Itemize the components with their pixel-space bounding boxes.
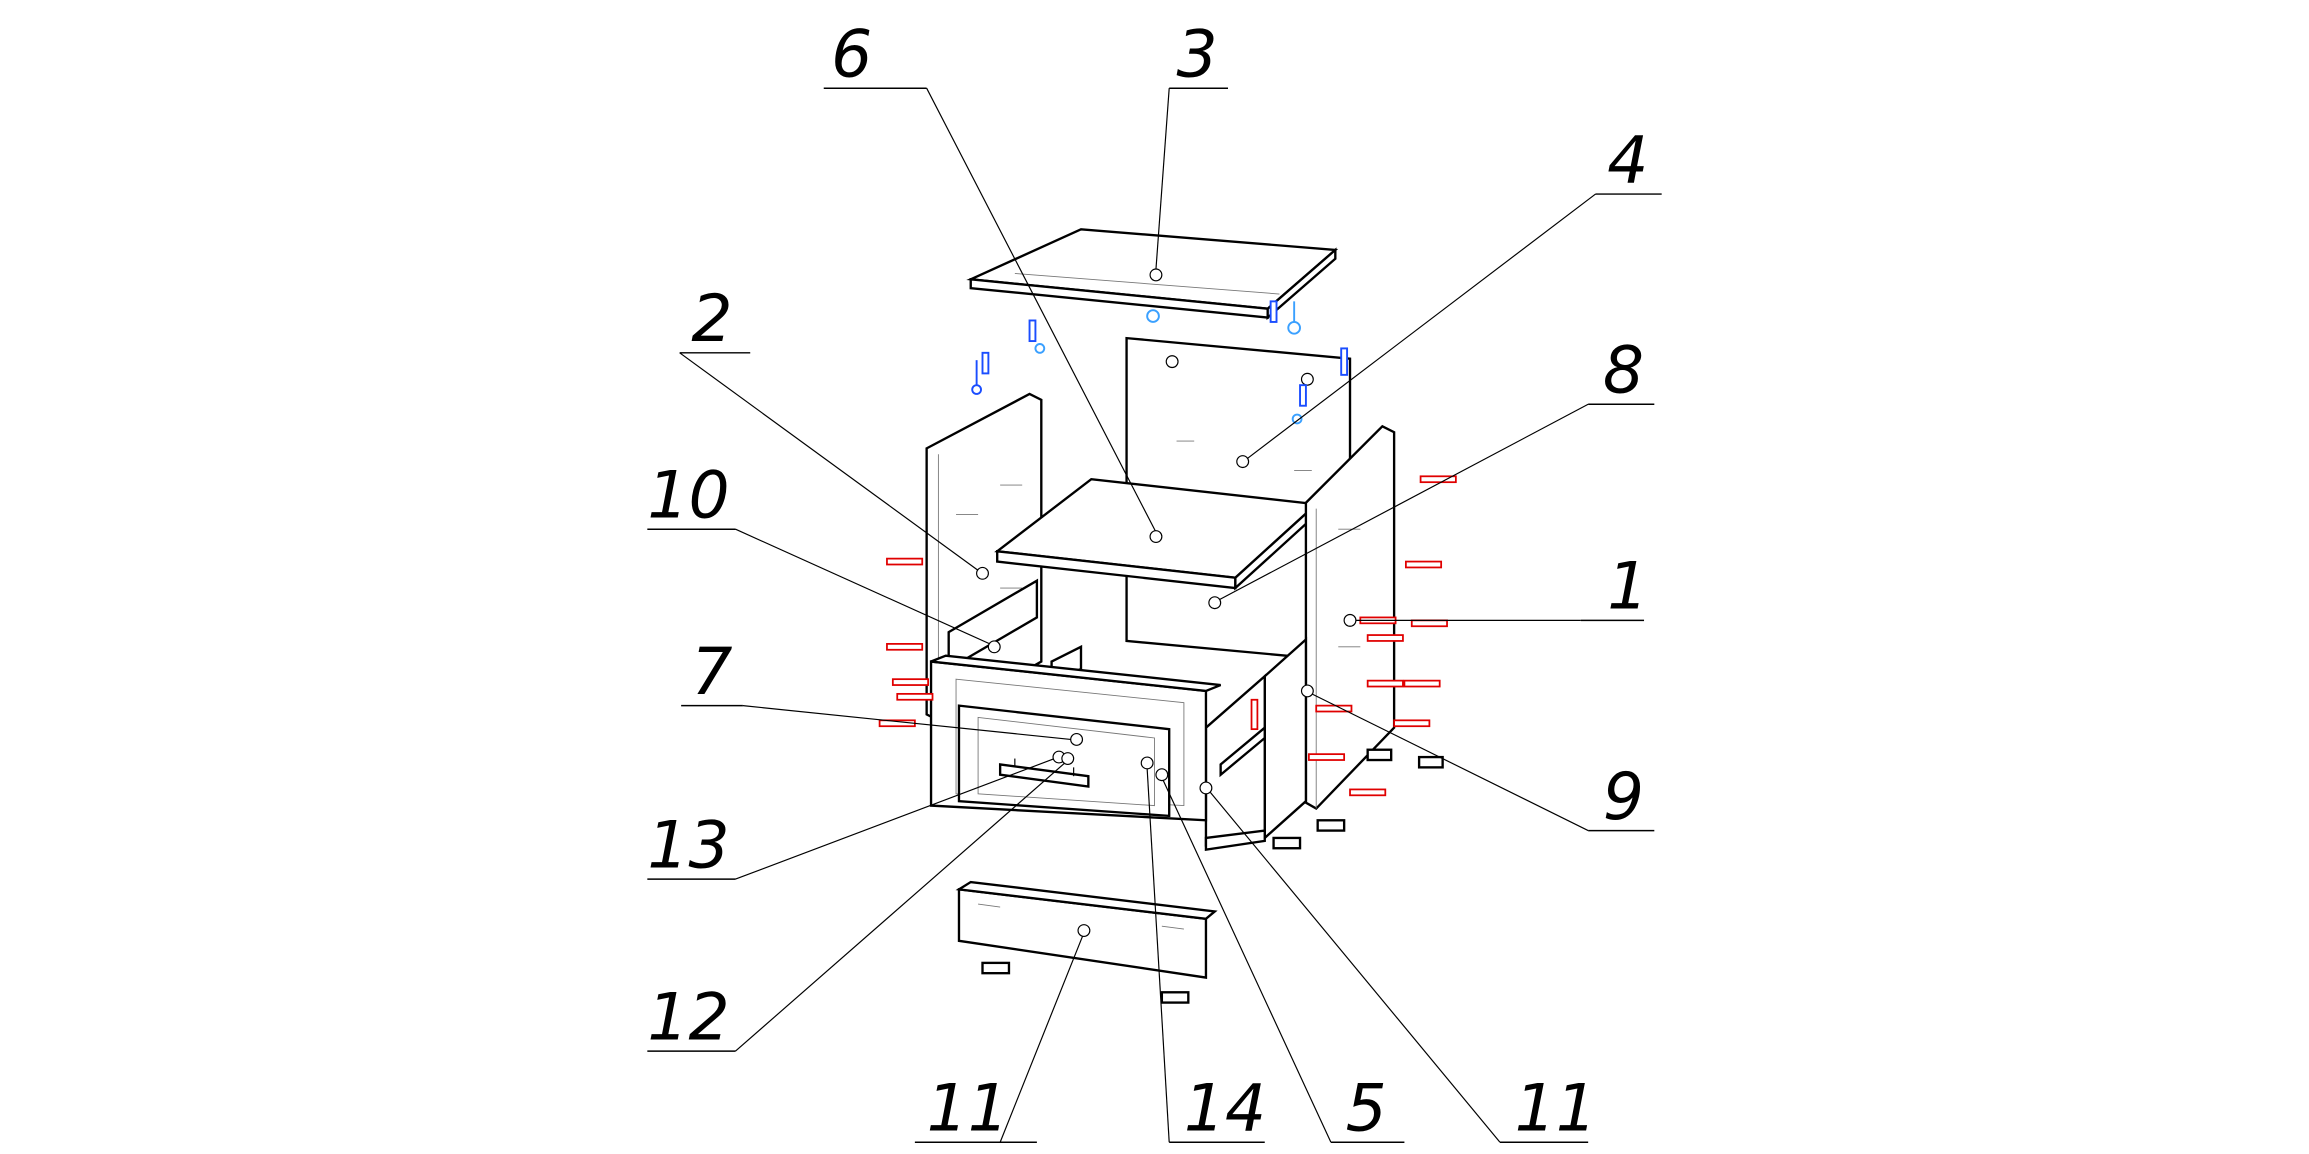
callout-12: 12 [647, 980, 729, 1055]
callout-6: 6 [831, 17, 872, 92]
callout-13: 13 [647, 808, 729, 883]
callout-7: 7 [691, 635, 732, 710]
callout-9: 9 [1603, 760, 1644, 835]
drawer-handle [998, 758, 1090, 788]
feet [981, 748, 1444, 1004]
leader-lines [647, 87, 1662, 1143]
callout-1: 1 [1607, 550, 1648, 625]
callout-14: 14 [1184, 1071, 1266, 1146]
callout-8: 8 [1603, 334, 1644, 409]
callout-2: 2 [691, 282, 732, 357]
callout-10: 10 [647, 458, 729, 533]
callout-4: 4 [1607, 123, 1648, 198]
callout-11-plinth: 11 [927, 1071, 1009, 1146]
callout-5: 5 [1346, 1071, 1387, 1146]
middle-shelf [994, 478, 1319, 591]
cam-fittings [971, 300, 1349, 425]
callout-11-foot: 11 [1515, 1071, 1597, 1146]
callout-3: 3 [1177, 17, 1218, 92]
callout-labels: 6 3 4 2 8 10 1 7 9 13 12 11 14 5 11 [647, 17, 1648, 1146]
top-panel [966, 228, 1339, 321]
